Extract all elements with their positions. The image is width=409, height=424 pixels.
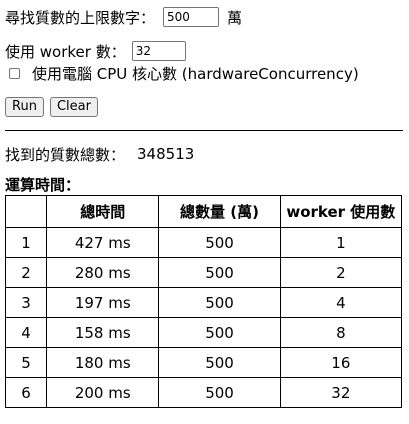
- cell-workers: 2: [279, 257, 403, 288]
- cell-index: 6: [4, 377, 48, 408]
- limit-input[interactable]: [163, 7, 220, 27]
- cell-index: 2: [4, 257, 48, 288]
- limit-label: 尋找質數的上限數字：: [5, 8, 156, 27]
- limit-row: 尋找質數的上限數字： 萬: [5, 6, 242, 28]
- cell-workers: 8: [279, 317, 403, 348]
- cell-time: 180 ms: [46, 347, 160, 378]
- run-button[interactable]: Run: [5, 97, 44, 117]
- clear-button[interactable]: Clear: [49, 97, 98, 117]
- result-label: 找到的質數總數：: [5, 145, 126, 164]
- result-value: 348513: [137, 145, 195, 163]
- table-row: 4 158 ms 500 8: [4, 317, 403, 348]
- workers-input[interactable]: [131, 41, 186, 61]
- cell-time: 427 ms: [46, 227, 160, 258]
- cell-workers: 16: [279, 347, 403, 378]
- table-row: 1 427 ms 500 1: [4, 227, 403, 258]
- cell-count: 500: [158, 287, 281, 318]
- cell-count: 500: [158, 377, 281, 408]
- header-total-count: 總數量 (萬): [158, 195, 281, 228]
- hardware-checkbox-label[interactable]: 使用電腦 CPU 核心數 (hardwareConcurrency): [32, 64, 359, 83]
- header-workers-used: worker 使用數: [279, 195, 403, 228]
- cell-index: 1: [4, 227, 48, 258]
- cell-count: 500: [158, 347, 281, 378]
- header-total-time: 總時間: [46, 195, 160, 228]
- timing-table: 總時間 總數量 (萬) worker 使用數 1 427 ms 500 1 2 …: [4, 195, 403, 408]
- hardware-row: 使用電腦 CPU 核心數 (hardwareConcurrency): [5, 63, 359, 83]
- cell-index: 5: [4, 347, 48, 378]
- cell-count: 500: [158, 227, 281, 258]
- cell-workers: 4: [279, 287, 403, 318]
- table-row: 2 280 ms 500 2: [4, 257, 403, 288]
- table-row: 6 200 ms 500 32: [4, 377, 403, 408]
- cell-time: 158 ms: [46, 317, 160, 348]
- table-header-row: 總時間 總數量 (萬) worker 使用數: [4, 195, 403, 228]
- cell-time: 197 ms: [46, 287, 160, 318]
- header-index: [4, 195, 48, 228]
- hardware-checkbox[interactable]: [9, 67, 20, 79]
- button-bar: Run Clear: [5, 97, 98, 117]
- cell-time: 200 ms: [46, 377, 160, 408]
- workers-row: 使用 worker 數：: [5, 40, 194, 62]
- cell-count: 500: [158, 317, 281, 348]
- workers-label: 使用 worker 數：: [5, 42, 126, 61]
- table-row: 3 197 ms 500 4: [4, 287, 403, 318]
- limit-unit: 萬: [227, 8, 243, 27]
- result-row: 找到的質數總數： 348513: [5, 143, 194, 165]
- cell-workers: 1: [279, 227, 403, 258]
- cell-time: 280 ms: [46, 257, 160, 288]
- timing-title: 運算時間：: [5, 176, 81, 194]
- cell-index: 4: [4, 317, 48, 348]
- cell-index: 3: [4, 287, 48, 318]
- cell-count: 500: [158, 257, 281, 288]
- cell-workers: 32: [279, 377, 403, 408]
- table-row: 5 180 ms 500 16: [4, 347, 403, 378]
- divider: [5, 130, 403, 131]
